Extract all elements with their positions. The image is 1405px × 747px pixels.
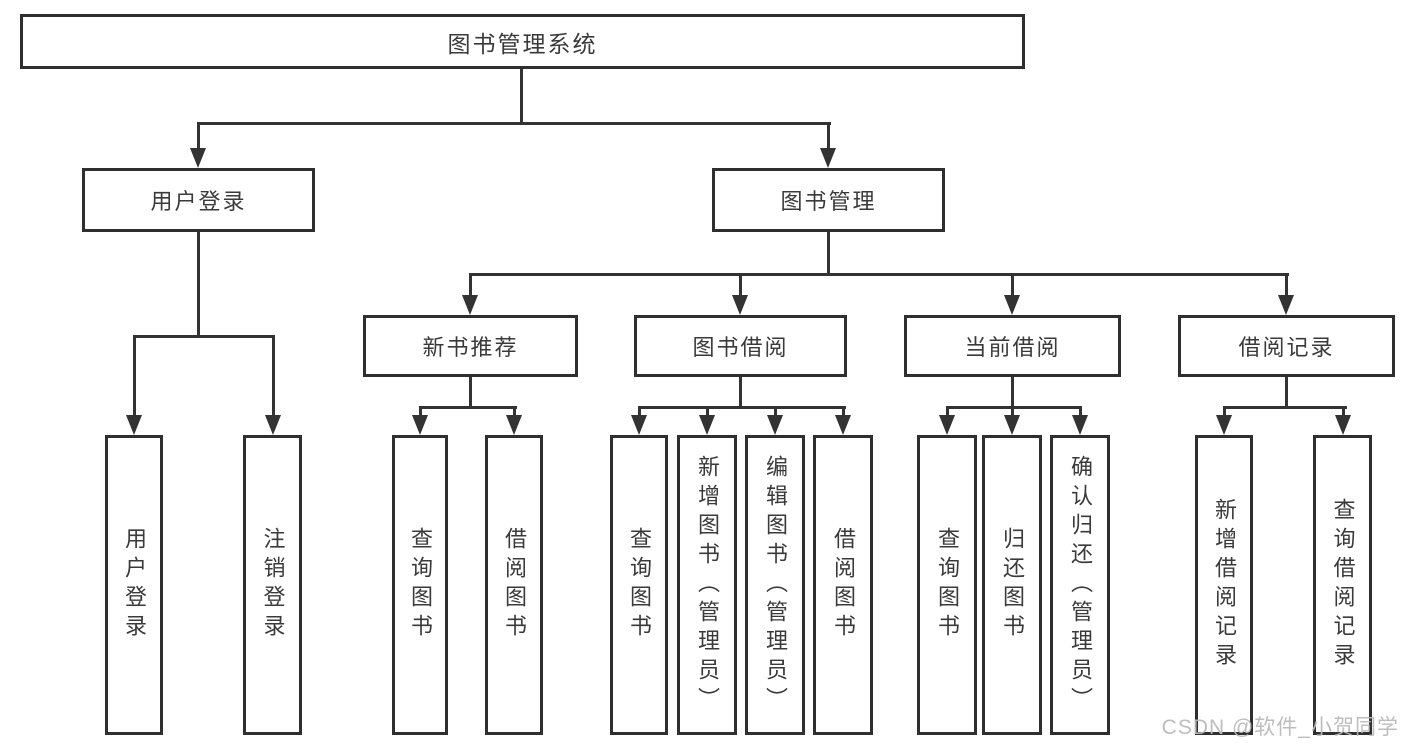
node-book-mgmt-label: 图书管理 [780, 189, 877, 214]
leaf-cb-return-books-label: 归还图书 [1000, 527, 1025, 643]
connector-line [513, 406, 516, 417]
connector-line [1285, 377, 1288, 406]
connector-line [469, 377, 472, 406]
arrowhead-down [1004, 415, 1020, 435]
connector-line [946, 406, 949, 417]
leaf-rec-query-books: 查询图书 [392, 435, 448, 735]
connector-line [706, 406, 709, 417]
csdn-watermark: CSDN @软件_小贺同学 [1161, 716, 1399, 739]
node-user-login: 用户登录 [82, 168, 315, 232]
connector-line [469, 273, 1289, 276]
node-borrow-records: 借阅记录 [1178, 315, 1395, 377]
node-root: 图书管理系统 [20, 14, 1025, 69]
arrowhead-down [939, 415, 955, 435]
connector-line [1223, 406, 1347, 409]
connector-line [774, 406, 777, 417]
node-new-book-rec: 新书推荐 [363, 315, 578, 377]
connector-line [520, 69, 523, 122]
connector-line [827, 232, 830, 273]
node-book-borrow-label: 图书借阅 [692, 335, 789, 360]
leaf-user-login-label: 用户登录 [122, 527, 147, 643]
connector-line [469, 273, 472, 297]
connector-line [827, 122, 830, 150]
leaf-cb-query-books-label: 查询图书 [935, 527, 960, 643]
connector-line [946, 406, 1082, 409]
leaf-bb-borrow-books-label: 借阅图书 [831, 527, 856, 643]
node-current-borrow: 当前借阅 [904, 315, 1121, 377]
leaf-logout: 注销登录 [243, 435, 302, 735]
arrowhead-down [412, 415, 428, 435]
arrowhead-down [462, 295, 478, 315]
leaf-logout-label: 注销登录 [260, 527, 286, 643]
leaf-bb-add-books-admin: 新增图书（管理员） [677, 435, 737, 735]
leaf-rec-borrow-books: 借阅图书 [485, 435, 543, 735]
arrowhead-down [1072, 415, 1088, 435]
arrowhead-down [1278, 295, 1294, 315]
node-root-label: 图书管理系统 [447, 30, 598, 57]
leaf-bb-query-books-label: 查询图书 [627, 527, 652, 643]
leaf-br-add-record-label: 新增借阅记录 [1212, 498, 1237, 672]
leaf-br-query-record: 查询借阅记录 [1313, 435, 1372, 735]
arrowhead-down [1335, 415, 1351, 435]
leaf-bb-query-books: 查询图书 [610, 435, 668, 735]
connector-line [739, 377, 742, 406]
connector-line [739, 273, 742, 297]
arrowhead-down [1004, 295, 1020, 315]
node-user-login-label: 用户登录 [150, 189, 247, 214]
connector-line [1011, 273, 1014, 297]
node-borrow-records-label: 借阅记录 [1238, 335, 1335, 360]
leaf-bb-edit-books-admin: 编辑图书（管理员） [745, 435, 805, 735]
arrowhead-down [820, 148, 836, 168]
connector-line [1011, 406, 1014, 417]
leaf-user-login: 用户登录 [105, 435, 163, 735]
leaf-bb-borrow-books: 借阅图书 [813, 435, 873, 735]
leaf-cb-confirm-return-admin: 确认归还（管理员） [1050, 435, 1110, 735]
connector-line [197, 122, 200, 150]
leaf-rec-query-books-label: 查询图书 [408, 527, 433, 643]
leaf-cb-query-books: 查询图书 [917, 435, 977, 735]
leaf-br-query-record-label: 查询借阅记录 [1330, 498, 1356, 672]
connector-line [1079, 406, 1082, 417]
arrowhead-down [190, 148, 206, 168]
leaf-cb-return-books: 归还图书 [982, 435, 1042, 735]
connector-line [1011, 377, 1014, 406]
node-book-borrow: 图书借阅 [634, 315, 847, 377]
connector-line [133, 335, 136, 417]
arrowhead-down [699, 415, 715, 435]
arrowhead-down [835, 415, 851, 435]
arrowhead-down [265, 415, 281, 435]
connector-line [638, 406, 846, 409]
node-new-book-rec-label: 新书推荐 [422, 335, 519, 360]
connector-line [419, 406, 422, 417]
arrowhead-down [126, 415, 142, 435]
connector-line [419, 406, 517, 409]
connector-line [842, 406, 845, 417]
connector-line [197, 232, 200, 335]
connector-line [133, 335, 275, 338]
arrowhead-down [732, 295, 748, 315]
connector-line [638, 406, 641, 417]
arrowhead-down [767, 415, 783, 435]
arrowhead-down [506, 415, 522, 435]
connector-line [1285, 273, 1288, 297]
connector-line [1223, 406, 1226, 417]
node-current-borrow-label: 当前借阅 [964, 335, 1061, 360]
arrowhead-down [631, 415, 647, 435]
leaf-rec-borrow-books-label: 借阅图书 [502, 527, 527, 643]
leaf-cb-confirm-return-admin-label: 确认归还（管理员） [1068, 454, 1093, 716]
node-book-mgmt: 图书管理 [712, 168, 945, 232]
arrowhead-down [1216, 415, 1232, 435]
leaf-br-add-record: 新增借阅记录 [1195, 435, 1253, 735]
leaf-bb-edit-books-admin-label: 编辑图书（管理员） [763, 454, 788, 716]
connector-line [272, 335, 275, 417]
connector-line [197, 122, 831, 125]
leaf-bb-add-books-admin-label: 新增图书（管理员） [695, 454, 720, 716]
connector-line [1342, 406, 1345, 417]
